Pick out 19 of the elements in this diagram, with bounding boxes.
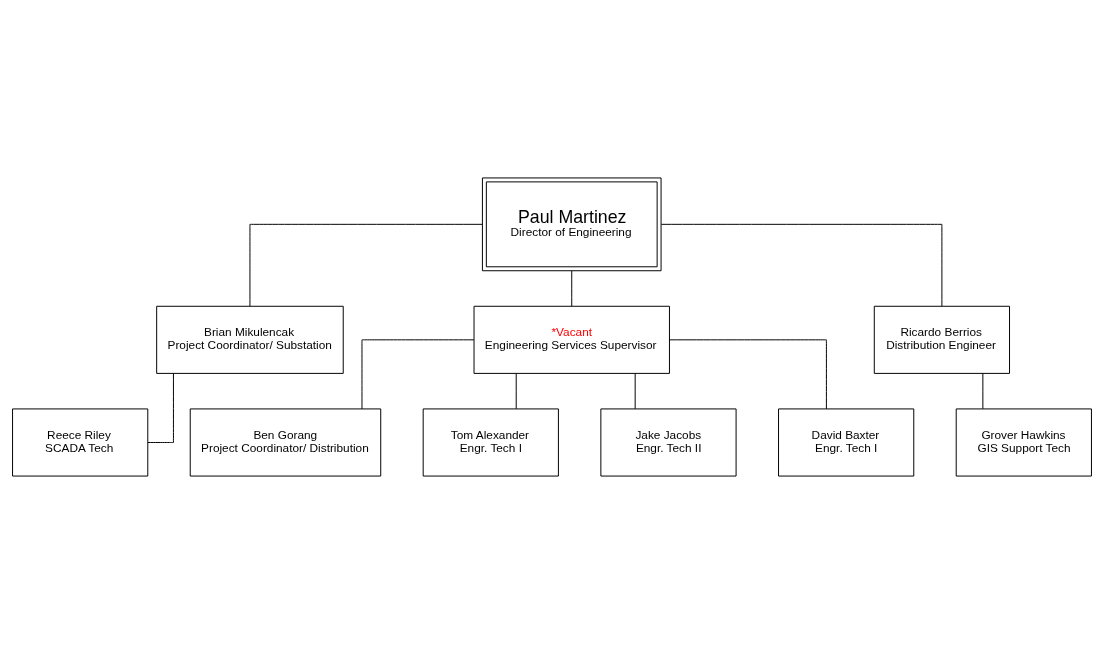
- node-box: Ben Gorang Project Coordinator/ Distribution: [189, 408, 382, 477]
- node-box: *Vacant Engineering Services Supervisor: [473, 305, 670, 374]
- node-box: Reece Riley SCADA Tech: [12, 408, 149, 477]
- connector: [147, 372, 174, 443]
- node-box: Brian Mikulencak Project Coordinator/ Substation: [156, 305, 344, 374]
- node-box: Tom Alexander Engr. Tech I: [422, 408, 559, 477]
- node-box: Grover Hawkins GIS Support Tech: [955, 408, 1092, 477]
- connector: [571, 270, 573, 307]
- connector: [249, 223, 483, 307]
- node-box: Ricardo Berrios Distribution Engineer: [873, 305, 1010, 374]
- connector: [660, 223, 943, 307]
- connector: [361, 339, 475, 410]
- connector: [668, 339, 827, 410]
- node-box: David Baxter Engr. Tech I: [778, 408, 915, 477]
- connector: [634, 372, 636, 410]
- node-box: Paul Martinez Director of Engineering: [481, 177, 662, 272]
- connector: [982, 372, 984, 410]
- node-box: Jake Jacobs Engr. Tech II: [600, 408, 737, 477]
- connector: [515, 372, 517, 410]
